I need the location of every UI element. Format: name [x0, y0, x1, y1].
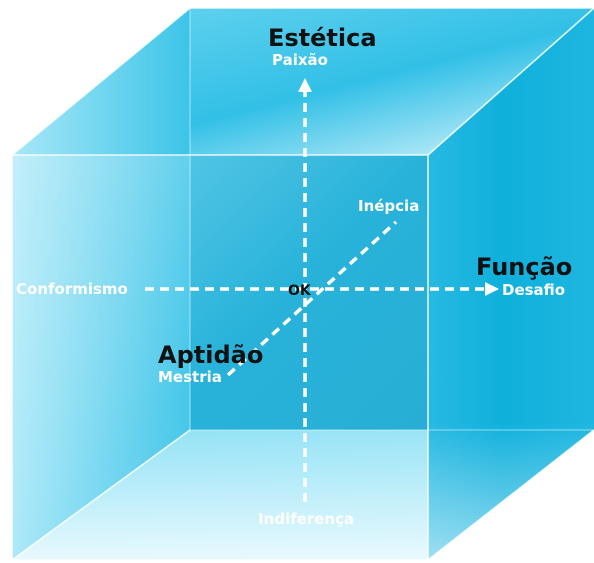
- indiferenca-label: Indiferença: [258, 510, 354, 528]
- depth-axis-line: [226, 220, 398, 377]
- desafio-label: Desafio: [502, 281, 565, 299]
- mestria-label: Mestria: [158, 368, 222, 386]
- funcao-title: Função: [476, 253, 572, 281]
- aptidao-title: Aptidão: [158, 341, 263, 369]
- estetica-title: Estética: [268, 24, 377, 52]
- inepcia-label: Inépcia: [358, 197, 419, 215]
- cube-right-gloss: [428, 8, 594, 560]
- conformismo-label: Conformismo: [16, 280, 128, 298]
- cube-front-face: [12, 155, 428, 560]
- ok-center-label: OK: [288, 283, 312, 299]
- cube-edges: [11, 7, 594, 561]
- paixao-label: Paixão: [272, 51, 328, 69]
